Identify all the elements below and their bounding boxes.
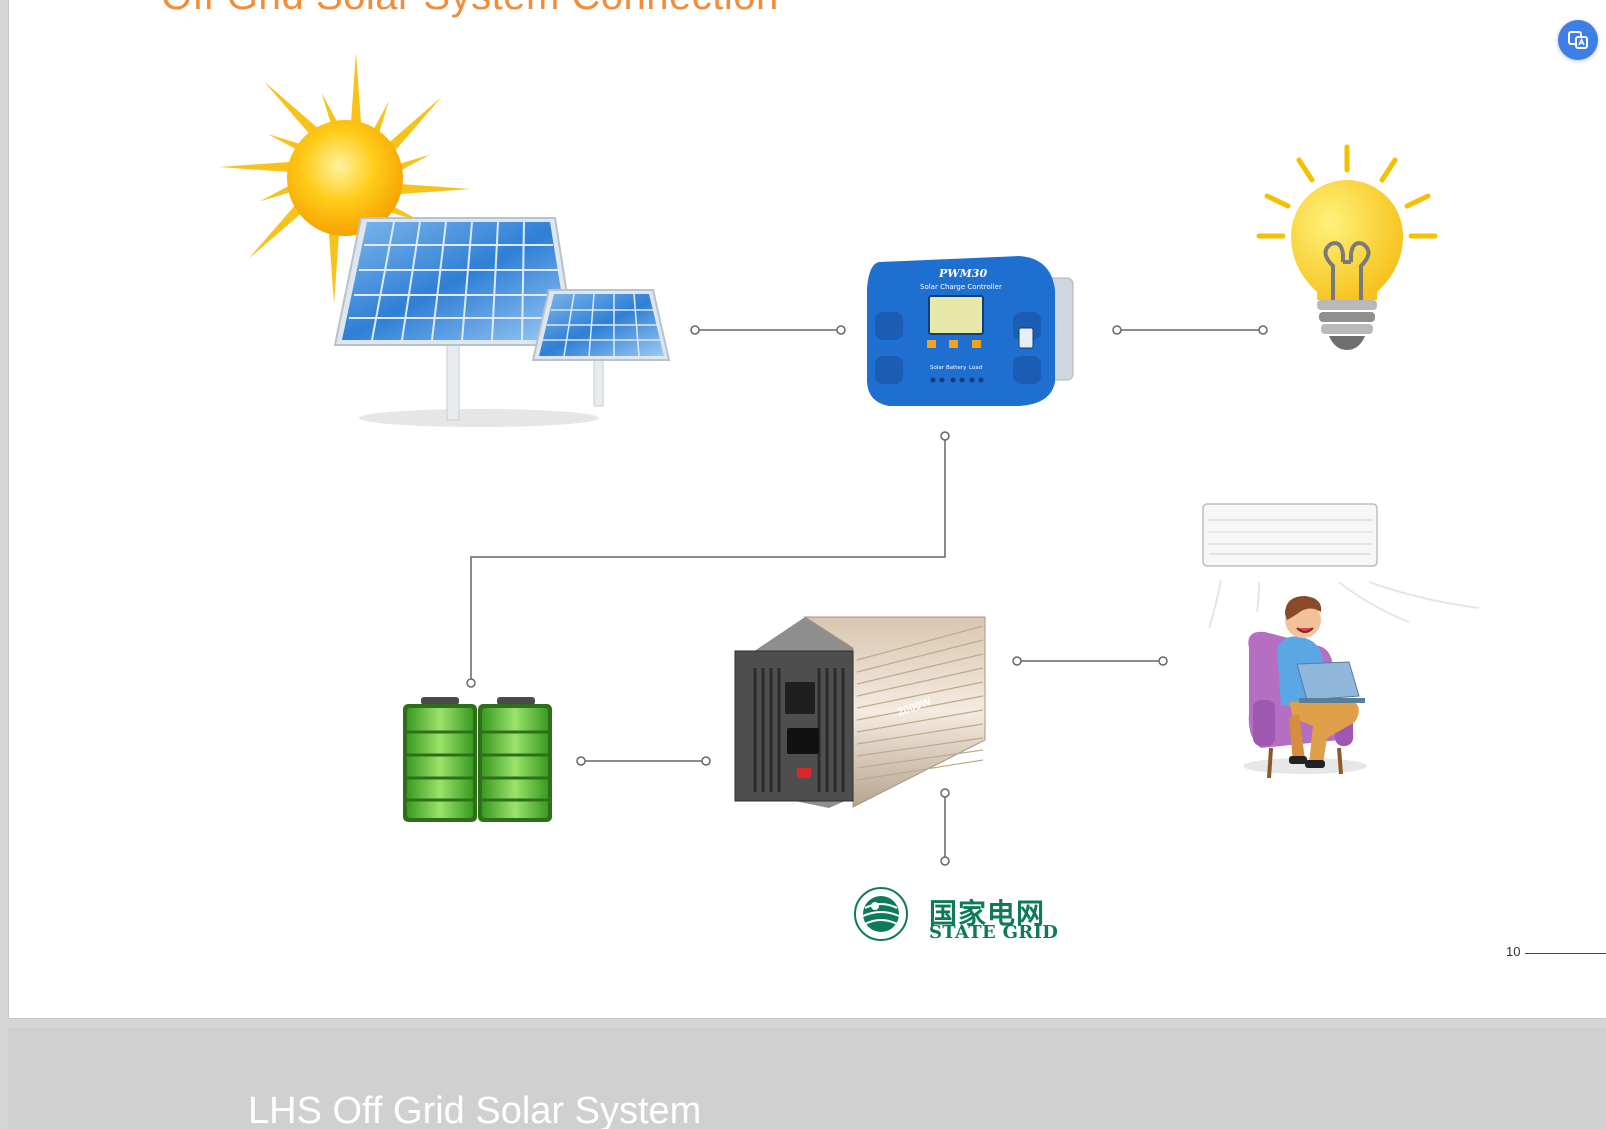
sun-icon (219, 52, 471, 304)
page-number-rule (1525, 953, 1606, 954)
page-number: 10 (1506, 944, 1521, 959)
slide-page: Off Grid Solar System Connection (8, 0, 1606, 1019)
next-page: LHS Off Grid Solar System (8, 1028, 1606, 1129)
system-diagram: PWM30 Solar Charge Controller Solar Batt… (219, 52, 1480, 941)
battery-icon (403, 697, 552, 822)
controller-label-battery: Battery (946, 365, 967, 371)
person-laptop-icon (1243, 596, 1367, 779)
light-bulb-icon (1256, 144, 1438, 350)
charge-controller-icon: PWM30 Solar Charge Controller Solar Batt… (867, 256, 1074, 406)
controller-label-solar: Solar (930, 365, 945, 371)
translate-button[interactable] (1558, 20, 1598, 60)
state-grid-chinese: 国家电网 (929, 897, 1046, 930)
translate-icon (1568, 31, 1588, 49)
air-conditioner-icon (1202, 503, 1480, 629)
connector-lines (466, 325, 1268, 866)
solar-panel-icon (333, 217, 671, 427)
next-page-title: LHS Off Grid Solar System (248, 1090, 702, 1129)
controller-model: PWM30 (938, 267, 987, 280)
controller-name: Solar Charge Controller (920, 283, 1002, 291)
controller-label-load: Load (969, 365, 982, 371)
state-grid-english: STATE GRID (929, 922, 1059, 943)
inverter-icon: 2000W (734, 616, 986, 808)
page-title: Off Grid Solar System Connection (161, 0, 779, 19)
state-grid-logo (854, 887, 908, 941)
